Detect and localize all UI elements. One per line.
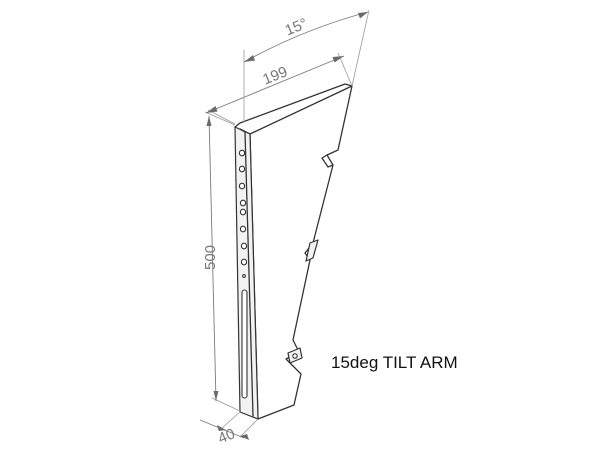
side-plate [249,85,353,420]
depth-dimension-line [205,55,345,114]
width-label: 40 [216,425,238,447]
dimensions [199,9,370,440]
mounting-hole [238,149,246,157]
lower-bracket-hole [292,353,298,359]
mounting-hole [239,225,247,233]
mounting-hole [240,242,248,250]
small-hole [242,273,246,279]
mounting-hole [238,165,246,173]
caption: 15deg TILT ARM [331,353,458,372]
middle-tab [305,239,319,262]
upper-tab [321,154,334,168]
adjustment-slot [241,289,248,399]
height-dimension-line [208,115,217,402]
tilt-arm-part [234,83,353,420]
mounting-hole [239,208,247,216]
mounting-hole [238,182,246,190]
mounting-hole [240,258,248,266]
top-flange [234,83,353,128]
angle-dimension-arc [243,11,369,63]
angle-label: 15° [283,15,310,39]
height-label: 500 [202,245,219,270]
depth-label: 199 [260,63,290,88]
front-channel-lip [239,128,254,417]
mounting-hole [239,199,247,207]
